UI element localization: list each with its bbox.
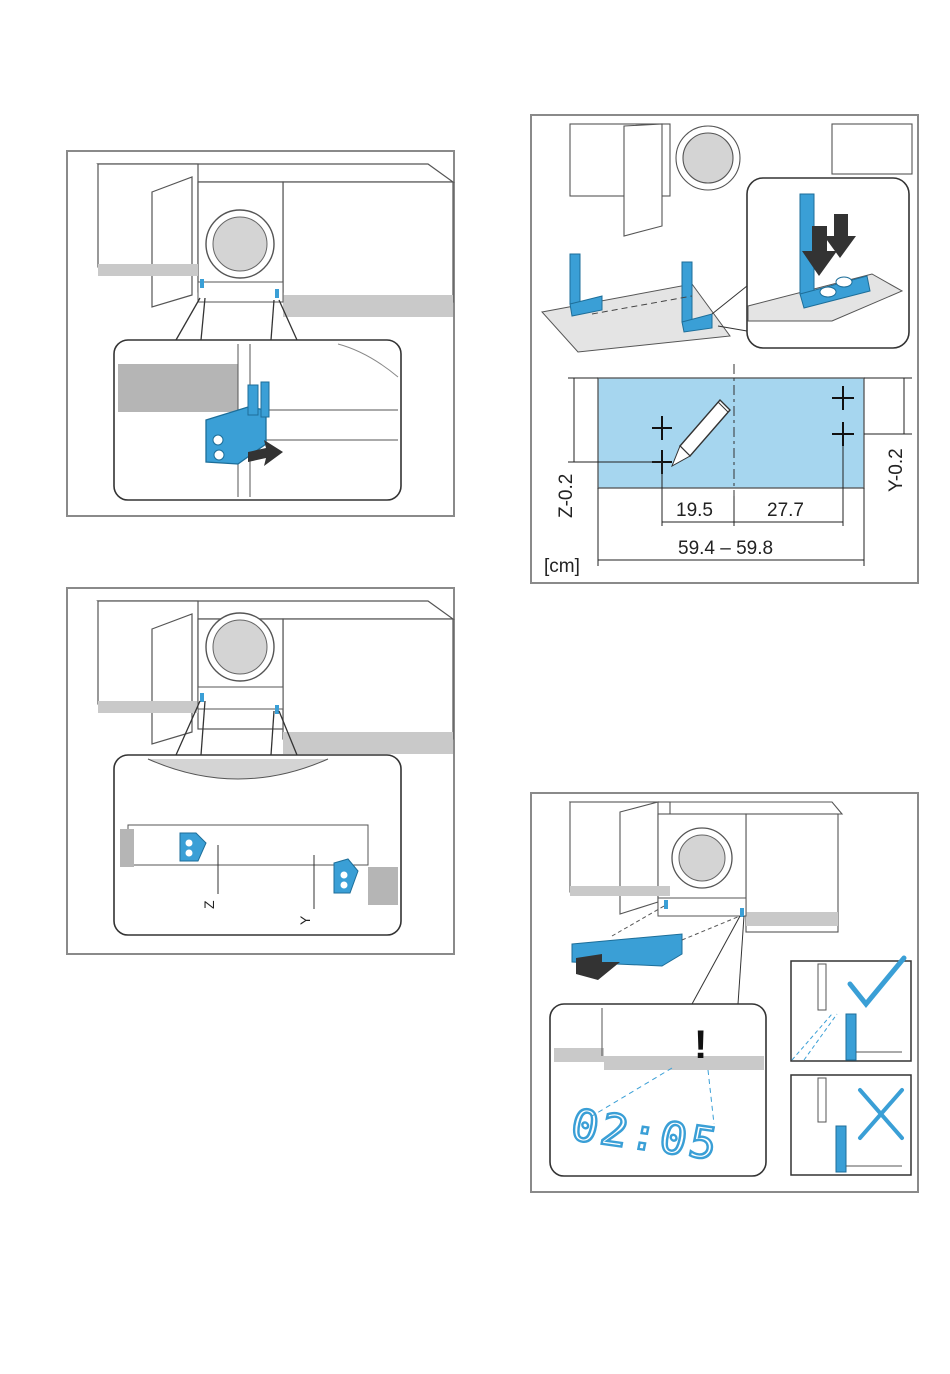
panel-measure-offsets: Z Y [66, 587, 455, 955]
warning-exclamation-icon: ! [694, 1023, 707, 1067]
dimension-z-label: Z [201, 900, 217, 909]
bracket-insertion-illustration [68, 152, 457, 519]
dimension-width-range: 59.4 – 59.8 [678, 538, 773, 559]
panel-check-alignment: ! 02:05 [530, 792, 919, 1193]
panel-bracket-insertion [66, 150, 455, 517]
dimension-y-offset: Y-0.2 [886, 448, 907, 492]
dimension-right-spacing: 27.7 [767, 500, 804, 521]
dimension-z-offset: Z-0.2 [556, 474, 577, 518]
dimension-y-label: Y [297, 915, 313, 925]
panel-mark-holes: Z-0.2 Y-0.2 19.5 27.7 59.4 – 59.8 [cm] [530, 114, 919, 584]
measure-offsets-illustration: Z Y [68, 589, 457, 957]
check-alignment-illustration: ! 02:05 [532, 794, 921, 1195]
mark-holes-illustration: Z-0.2 Y-0.2 19.5 27.7 59.4 – 59.8 [cm] [532, 116, 921, 586]
dimension-left-spacing: 19.5 [676, 500, 713, 521]
unit-label: [cm] [544, 556, 580, 577]
